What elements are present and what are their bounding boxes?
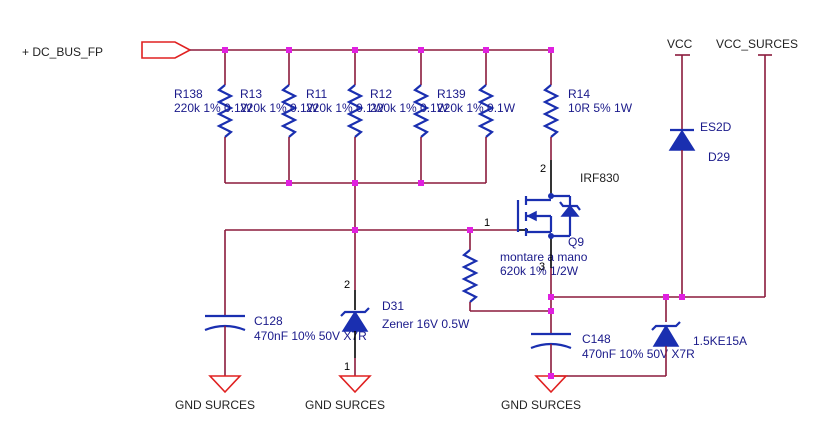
r14-ref: R14 bbox=[568, 87, 590, 101]
resistor-r13-symbol bbox=[280, 84, 298, 138]
d31-ref: D31 bbox=[382, 299, 404, 313]
c128-ref: C128 bbox=[254, 314, 283, 328]
q9-pin1: 1 bbox=[484, 217, 490, 229]
capacitor-c148 bbox=[530, 332, 572, 376]
tvs-diode bbox=[551, 297, 681, 377]
r139-ref: R139 bbox=[437, 87, 466, 101]
tvs-value: 1.5KE15A bbox=[693, 334, 747, 348]
resistor-lower-leads bbox=[224, 137, 487, 184]
resistor-labels: R138 220k 1% 0.1W R13 220k 1% 0.1W R11 2… bbox=[174, 87, 633, 115]
ground-symbols bbox=[208, 375, 568, 394]
resistor-r14-symbol bbox=[542, 84, 560, 138]
resistor-bodies bbox=[216, 84, 560, 138]
input-net-label: + DC_BUS_FP bbox=[22, 45, 103, 59]
resistor-r12-symbol bbox=[412, 84, 430, 138]
gnd-label-c128: GND SURCES bbox=[175, 398, 255, 412]
d31-value: Zener 16V 0.5W bbox=[382, 317, 470, 331]
mosfet-note: montare a mano bbox=[500, 250, 588, 264]
pin-dots bbox=[548, 193, 554, 239]
q9-pin3: 3 bbox=[539, 261, 545, 273]
c148-value: 470nF 10% 50V X7R bbox=[582, 347, 695, 361]
resistor-r139-symbol bbox=[477, 84, 495, 138]
r11-value: 220k 1% 0.1W bbox=[306, 101, 385, 115]
diode-es2d bbox=[668, 128, 696, 151]
mosfet-q9 bbox=[516, 194, 581, 238]
d31-pin1: 1 bbox=[344, 361, 350, 373]
q9-pin2: 2 bbox=[540, 163, 546, 175]
r11-ref: R11 bbox=[306, 87, 327, 101]
r138-value: 220k 1% 0.1W bbox=[174, 101, 253, 115]
mosfet-part: IRF830 bbox=[580, 171, 620, 185]
c148-ref: C148 bbox=[582, 332, 611, 346]
r138-ref: R138 bbox=[174, 87, 203, 101]
resistor-drops bbox=[224, 50, 552, 85]
gate-resistor-value: 620k 1% 1/2W bbox=[500, 264, 579, 278]
q9-ref: Q9 bbox=[568, 235, 584, 249]
junction-nodes bbox=[222, 47, 685, 379]
r13-ref: R13 bbox=[240, 87, 262, 101]
gnd-label-d31: GND SURCES bbox=[305, 398, 385, 412]
es2d-part: ES2D bbox=[700, 120, 732, 134]
ground-symbol-c128 bbox=[208, 375, 242, 394]
r12-value: 220k 1% 0.1W bbox=[370, 101, 449, 115]
resistor-r11-symbol bbox=[346, 84, 364, 138]
resistor-620k-symbol bbox=[461, 230, 551, 312]
d31-pin2: 2 bbox=[344, 279, 350, 291]
r12-ref: R12 bbox=[370, 87, 392, 101]
r13-value: 220k 1% 0.1W bbox=[240, 101, 319, 115]
vcc-surces-net-label: VCC_SURCES bbox=[716, 37, 798, 51]
zener-d31 bbox=[340, 230, 370, 376]
capacitor-c128 bbox=[204, 230, 246, 376]
resistor-r138-symbol bbox=[216, 84, 234, 138]
r139-value: 220k 1% 0.1W bbox=[437, 101, 516, 115]
ground-symbol-d31 bbox=[338, 375, 372, 394]
r14-value: 10R 5% 1W bbox=[568, 101, 633, 115]
gnd-label-c148: GND SURCES bbox=[501, 398, 581, 412]
vcc-net-label: VCC bbox=[667, 37, 693, 51]
input-port-symbol bbox=[141, 41, 192, 59]
c128-value: 470nF 10% 50V X7R bbox=[254, 329, 367, 343]
d29-ref: D29 bbox=[708, 150, 730, 164]
